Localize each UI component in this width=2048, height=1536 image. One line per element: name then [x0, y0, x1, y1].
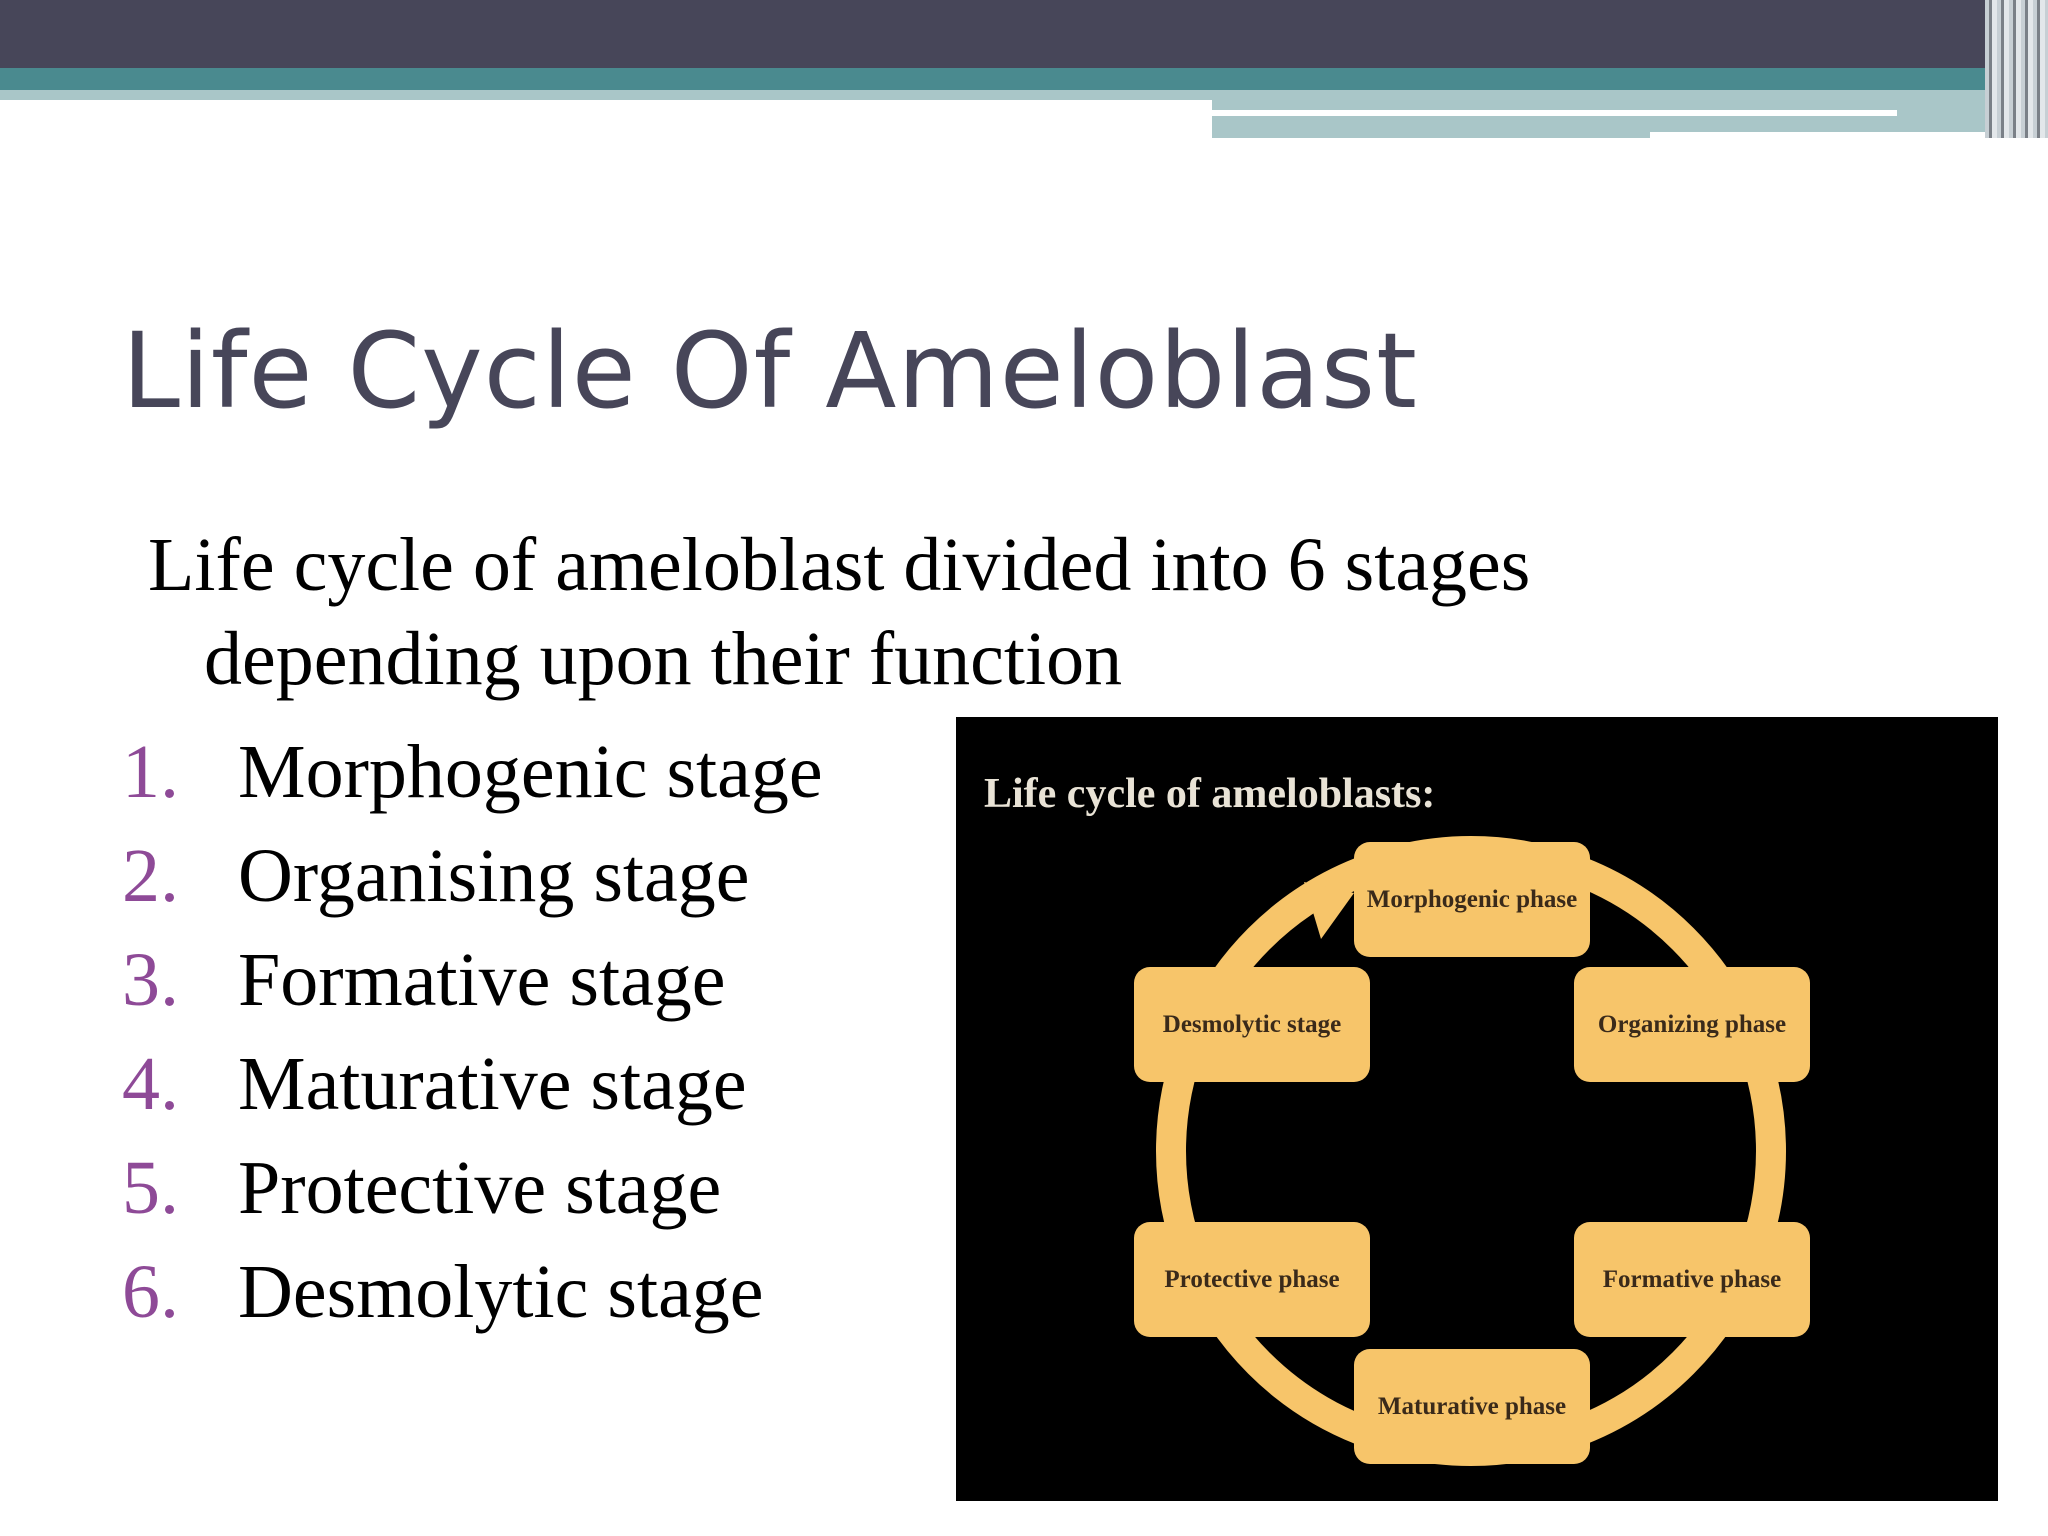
- list-item: 4. Maturative stage: [122, 1032, 823, 1136]
- list-number: 4.: [122, 1042, 179, 1126]
- lifecycle-diagram: Life cycle of ameloblasts: Morphogenic p…: [956, 717, 1998, 1501]
- list-number: 2.: [122, 834, 179, 918]
- list-number: 6.: [122, 1250, 179, 1334]
- phase-desmolytic: Desmolytic stage: [1134, 967, 1370, 1082]
- figure-title: Life cycle of ameloblasts:: [984, 771, 1436, 817]
- header-bar-dark: [0, 0, 2048, 68]
- list-label: Protective stage: [238, 1146, 722, 1230]
- list-item: 1. Morphogenic stage: [122, 720, 823, 824]
- list-number: 5.: [122, 1146, 179, 1230]
- list-number: 3.: [122, 938, 179, 1022]
- cycle-arrowhead: [1304, 882, 1354, 939]
- list-label: Desmolytic stage: [238, 1250, 764, 1334]
- list-number: 1.: [122, 730, 179, 814]
- phase-formative: Formative phase: [1574, 1222, 1810, 1337]
- list-item: 5. Protective stage: [122, 1136, 823, 1240]
- phase-maturative: Maturative phase: [1354, 1349, 1590, 1464]
- list-item: 2. Organising stage: [122, 824, 823, 928]
- phase-organizing: Organizing phase: [1574, 967, 1810, 1082]
- header-line-2: [1650, 132, 2048, 138]
- list-item: 6. Desmolytic stage: [122, 1240, 823, 1344]
- intro-text: Life cycle of ameloblast divided into 6 …: [148, 523, 1531, 701]
- slide-title: Life Cycle Of Ameloblast: [122, 310, 1418, 432]
- phase-protective: Protective phase: [1134, 1222, 1370, 1337]
- list-item: 3. Formative stage: [122, 928, 823, 1032]
- header-bar-pale: [0, 90, 1212, 100]
- stage-list: 1. Morphogenic stage 2. Organising stage 3…: [122, 720, 823, 1344]
- header-bar-teal: [0, 68, 2048, 90]
- header-bar-end-stripes: [1985, 0, 2048, 138]
- list-label: Morphogenic stage: [238, 730, 823, 814]
- list-label: Maturative stage: [238, 1042, 747, 1126]
- header-line: [1212, 110, 1897, 116]
- list-label: Formative stage: [238, 938, 726, 1022]
- phase-morphogenic: Morphogenic phase: [1354, 842, 1590, 957]
- list-label: Organising stage: [238, 834, 750, 918]
